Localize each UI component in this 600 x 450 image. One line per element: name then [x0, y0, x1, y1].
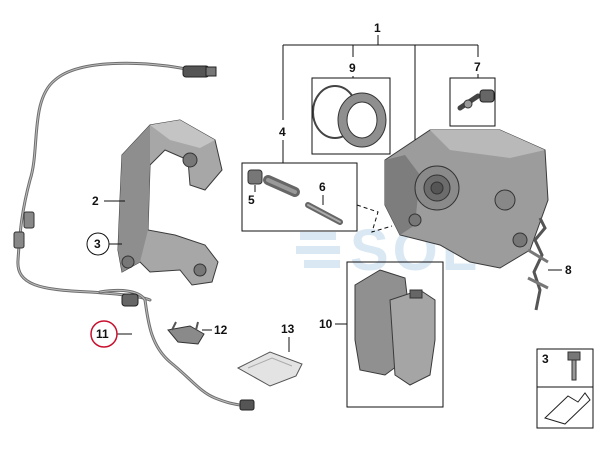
group-frame-7 — [449, 77, 496, 127]
caliper-carrier-icon — [117, 119, 223, 286]
callout-8: 8 — [565, 263, 572, 277]
arrow-icon — [544, 392, 591, 425]
callout-10: 10 — [319, 317, 333, 331]
group-frame-9 — [311, 77, 391, 155]
wear-sensor-lower-icon — [98, 288, 255, 411]
callout-1: 1 — [374, 21, 381, 35]
bleed-screw-icon — [457, 89, 495, 111]
callout-9: 9 — [349, 61, 356, 75]
bolt-legend-frame — [536, 348, 594, 429]
group-frame-4 — [241, 162, 358, 232]
watermark-logo-icon — [296, 232, 340, 268]
callout-7: 7 — [474, 60, 481, 74]
leader-lines — [104, 35, 562, 352]
callout-6: 6 — [319, 180, 326, 194]
grease-packet-icon — [236, 351, 303, 387]
callout-3-legend: 3 — [542, 352, 549, 366]
callout-2: 2 — [92, 194, 99, 208]
callout-5: 5 — [248, 193, 255, 207]
bolt-legend: 3 — [536, 348, 594, 429]
sensor-clip-icon — [167, 321, 205, 345]
brake-pad-icon — [354, 269, 436, 386]
callout-4: 4 — [279, 125, 286, 139]
brake-caliper-icon — [384, 129, 549, 269]
piston-seal-icon — [312, 85, 387, 148]
callout-13: 13 — [281, 322, 295, 336]
spring-clip-icon — [527, 217, 549, 311]
bolt-icon — [567, 351, 581, 381]
callout-3: 3 — [94, 237, 101, 251]
callout-3-circle — [86, 232, 110, 256]
guide-bolt-icon — [247, 169, 343, 225]
group-frame-10 — [346, 261, 444, 408]
callout-11: 11 — [96, 327, 109, 341]
callout-11-highlight-circle — [90, 320, 118, 348]
callout-12: 12 — [214, 323, 228, 337]
wear-sensor-upper-icon — [13, 61, 217, 302]
